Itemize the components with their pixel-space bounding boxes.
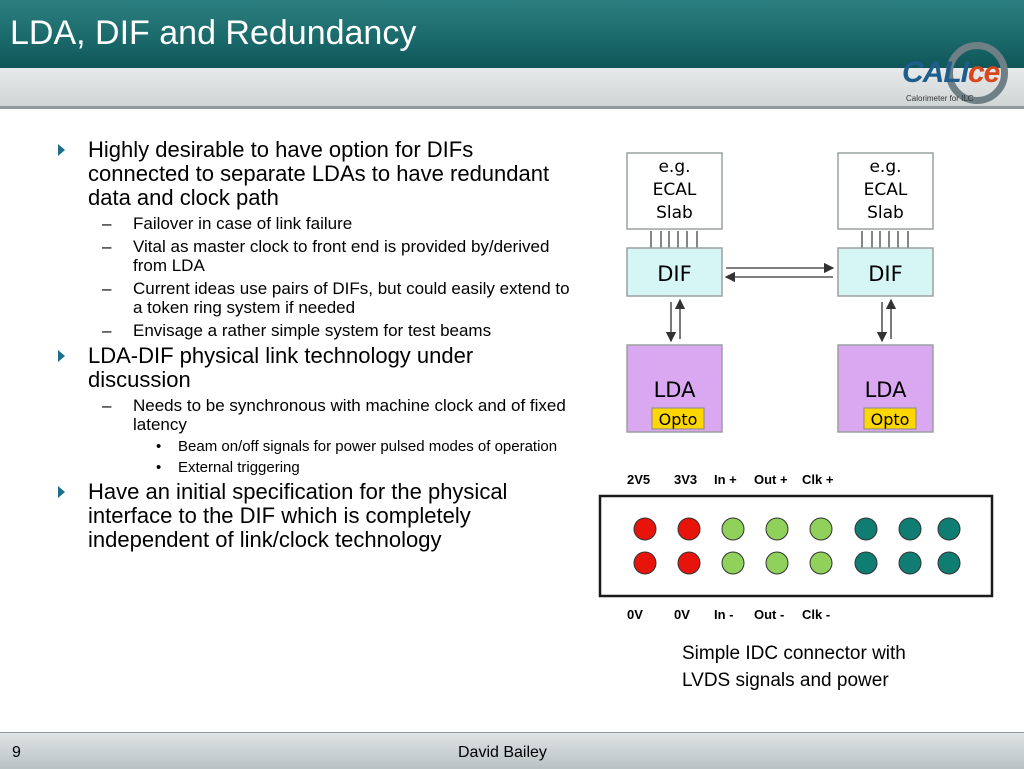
dash-marker: – (102, 396, 112, 415)
caption-line: Simple IDC connector with (682, 643, 906, 664)
bullet-item: LDA-DIF physical link technology under d… (50, 344, 580, 476)
pin-bottom-teal (937, 551, 961, 575)
sub-bullet-item: – Envisage a rather simple system for tes… (88, 321, 580, 340)
connector-top-labels: 2V5 3V3 In + Out + Clk + (627, 472, 834, 487)
logo-text: CALIce (902, 56, 1000, 90)
pin-top-light-green (721, 517, 745, 541)
dif-label-right: DIF (868, 262, 902, 286)
opto-label-right: Opto (871, 410, 910, 429)
ecal-slab-line1: e.g. (658, 157, 690, 177)
pin-bottom-light-green (765, 551, 789, 575)
pin-top-teal (898, 517, 922, 541)
bullet-text: Highly desirable to have option for DIFs… (88, 137, 550, 210)
opto-label-left: Opto (659, 410, 698, 429)
sub-bullet-text: Needs to be synchronous with machine clo… (133, 396, 566, 434)
pin-top-teal (854, 517, 878, 541)
connector-caption: Simple IDC connector with LVDS signals a… (682, 640, 982, 694)
sub-sub-bullet-text: External triggering (178, 459, 300, 476)
dash-marker: – (102, 321, 112, 340)
connector-bottom-labels: 0V 0V In - Out - Clk - (627, 607, 830, 622)
sub-sub-bullet-text: Beam on/off signals for power pulsed mod… (178, 438, 558, 455)
pin-label-top: In + (714, 472, 737, 487)
dif-box-right (837, 247, 934, 297)
ecal-slab-box-right (837, 152, 934, 230)
dash-marker: – (102, 214, 112, 233)
dif-label-left: DIF (657, 262, 691, 286)
bullet-item: Have an initial specification for the ph… (50, 480, 580, 552)
sub-bullet-text: Envisage a rather simple system for test… (133, 321, 492, 340)
pin-label-bottom: 0V (674, 607, 690, 622)
idc-connector-box (598, 494, 994, 598)
pin-label-bottom: Clk - (802, 607, 830, 622)
connector-pins (633, 517, 961, 575)
sub-bullet-item: – Current ideas use pairs of DIFs, but co… (88, 279, 580, 317)
sub-bullet-text: Failover in case of link failure (133, 214, 353, 233)
logo-text-accent: ce (968, 56, 1000, 89)
pin-bottom-red (677, 551, 701, 575)
pin-label-bottom: In - (714, 607, 734, 622)
opto-box-left (651, 407, 705, 430)
lda-label-right: LDA (865, 378, 908, 402)
ecal-slab-line3: Slab (656, 203, 693, 223)
dash-marker: – (102, 237, 112, 256)
slide-title: LDA, DIF and Redundancy (10, 14, 417, 52)
pin-label-top: 3V3 (674, 472, 697, 487)
footer-bar: 9 David Bailey (0, 732, 1024, 769)
pin-top-light-green (765, 517, 789, 541)
dot-marker: • (156, 438, 162, 455)
pin-bottom-teal (898, 551, 922, 575)
dot-marker: • (156, 459, 162, 476)
dash-marker: – (102, 279, 112, 298)
pin-top-teal (937, 517, 961, 541)
slab-connector-lines-right (861, 231, 909, 248)
logo-text-main: CALI (902, 56, 969, 89)
sub-bullet-text: Current ideas use pairs of DIFs, but cou… (133, 279, 570, 317)
sub-bullet-item: – Needs to be synchronous with machine cl… (88, 396, 580, 476)
logo-ring (946, 42, 1008, 104)
sub-sub-bullet-item: • Beam on/off signals for power pulsed mo… (88, 438, 580, 455)
opto-box-right (863, 407, 917, 430)
title-bar: LDA, DIF and Redundancy (0, 0, 1024, 68)
caption-line: LVDS signals and power (682, 670, 889, 691)
ecal-slab-line1: e.g. (869, 157, 901, 177)
ecal-slab-line2: ECAL (864, 180, 908, 200)
title-subbar (0, 68, 1024, 109)
pin-label-top: 2V5 (627, 472, 650, 487)
pin-label-top: Out + (754, 472, 788, 487)
bullet-arrow-icon (58, 350, 65, 362)
pin-top-red (633, 517, 657, 541)
ecal-slab-line3: Slab (867, 203, 904, 223)
bullet-arrow-icon (58, 144, 65, 156)
pin-bottom-light-green (809, 551, 833, 575)
lda-box-right (837, 344, 934, 433)
dif-box-left (626, 247, 723, 297)
pin-label-bottom: Out - (754, 607, 784, 622)
ecal-slab-box-left (626, 152, 723, 230)
pin-label-bottom: 0V (627, 607, 643, 622)
pin-bottom-red (633, 551, 657, 575)
page-number: 9 (12, 744, 21, 761)
ecal-slab-line2: ECAL (653, 180, 697, 200)
bullet-content: Highly desirable to have option for DIFs… (50, 138, 580, 556)
pin-bottom-teal (854, 551, 878, 575)
footer-author: David Bailey (458, 744, 547, 761)
logo-subtitle: Calorimeter for ILC (906, 94, 974, 103)
pin-top-red (677, 517, 701, 541)
sub-bullet-text: Vital as master clock to front end is pr… (133, 237, 550, 275)
lda-label-left: LDA (654, 378, 697, 402)
bullet-arrow-icon (58, 486, 65, 498)
sub-bullet-item: – Failover in case of link failure (88, 214, 580, 233)
pin-bottom-light-green (721, 551, 745, 575)
bullet-text: LDA-DIF physical link technology under d… (88, 343, 474, 392)
sub-sub-bullet-item: • External triggering (88, 459, 580, 476)
bullet-text: Have an initial specification for the ph… (88, 479, 508, 552)
pin-label-top: Clk + (802, 472, 834, 487)
slab-connector-lines-left (650, 231, 698, 248)
lda-box-left (626, 344, 723, 433)
bullet-item: Highly desirable to have option for DIFs… (50, 138, 580, 340)
sub-bullet-item: – Vital as master clock to front end is p… (88, 237, 580, 275)
pin-top-light-green (809, 517, 833, 541)
calice-logo: CALIce Calorimeter for ILC (896, 42, 1020, 104)
